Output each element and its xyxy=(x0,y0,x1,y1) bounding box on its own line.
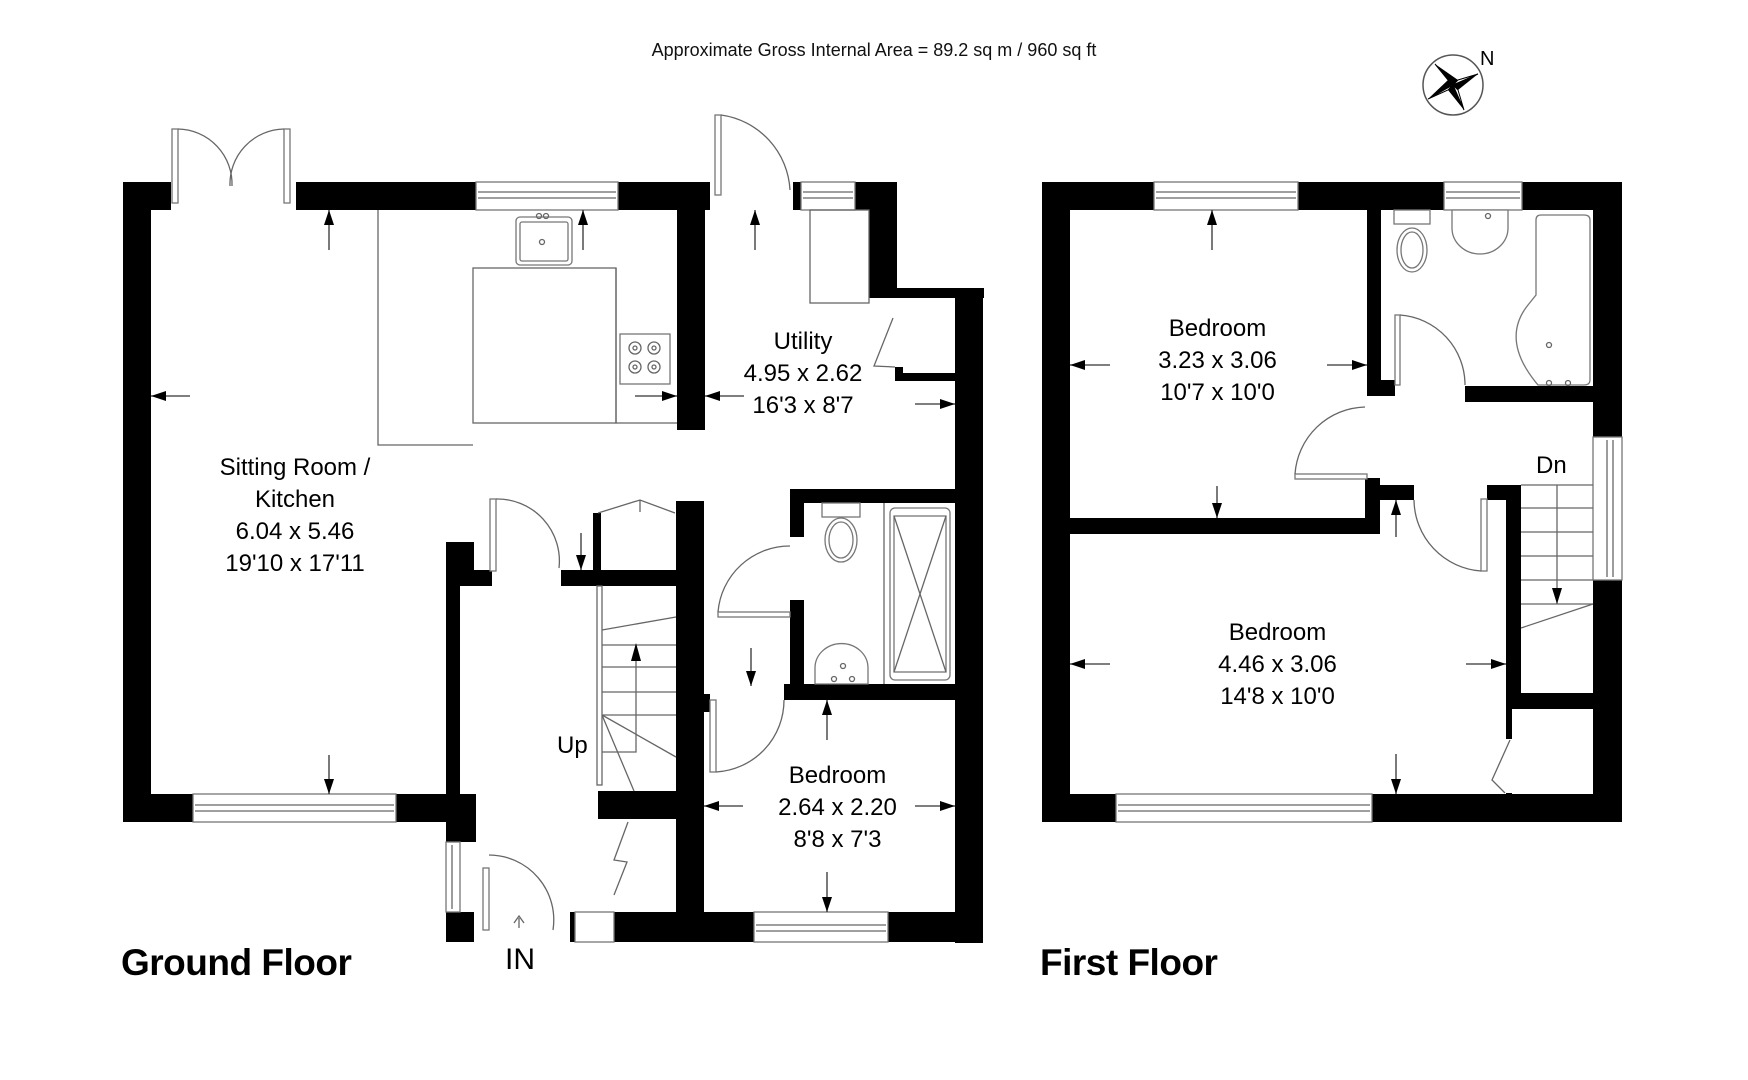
room-label-sitting-room-kitchen: Sitting Room / Kitchen 6.04 x 5.46 19'10… xyxy=(180,452,410,580)
stairs-down-label: Dn xyxy=(1536,452,1567,479)
room-name: Sitting Room / xyxy=(219,454,371,481)
room-metric-size: 3.23 x 3.06 xyxy=(1158,347,1277,374)
utility-worktop xyxy=(809,209,870,304)
window-icon xyxy=(475,181,619,211)
room-metric-size: 4.46 x 3.06 xyxy=(1218,651,1337,678)
window-icon xyxy=(445,841,461,913)
window-icon xyxy=(753,911,889,943)
shower-bath-icon xyxy=(883,503,951,684)
cupboard-doors xyxy=(597,499,676,514)
hall-door-icon xyxy=(489,498,561,572)
room-label-first-bedroom-2: Bedroom 4.46 x 3.06 14'8 x 10'0 xyxy=(1190,617,1365,713)
room-imperial-size: 14'8 x 10'0 xyxy=(1220,683,1335,710)
window-icon xyxy=(192,793,397,823)
room-label-utility: Utility 4.95 x 2.62 16'3 x 8'7 xyxy=(713,326,893,422)
room-metric-size: 4.95 x 2.62 xyxy=(743,360,863,387)
kitchen-counter xyxy=(377,210,473,446)
wc-icon xyxy=(821,502,861,563)
window-icon xyxy=(574,911,615,943)
stairs-up-label: Up xyxy=(557,732,588,759)
room-name: Utility xyxy=(773,328,833,355)
entrance-label: IN xyxy=(505,943,535,976)
room-name: Bedroom xyxy=(1168,315,1267,342)
utility-door-icon xyxy=(714,114,791,196)
room-imperial-size: 10'7 x 10'0 xyxy=(1160,379,1275,406)
room-name: Kitchen xyxy=(254,486,336,513)
french-doors-icon xyxy=(171,128,291,204)
room-name: Bedroom xyxy=(788,762,887,789)
bedroom-door-icon xyxy=(709,699,785,773)
shower-room-door-icon xyxy=(717,545,791,618)
hob-icon xyxy=(619,333,671,385)
gross-internal-area-caption: Approximate Gross Internal Area = 89.2 s… xyxy=(651,40,1097,60)
room-name: Bedroom xyxy=(1228,619,1327,646)
front-door-icon xyxy=(482,854,555,931)
room-imperial-size: 16'3 x 8'7 xyxy=(752,392,854,419)
first-floor-title: First Floor xyxy=(1040,942,1218,983)
ground-floor-title: Ground Floor xyxy=(121,942,352,983)
window-icon xyxy=(800,181,856,211)
room-metric-size: 2.64 x 2.20 xyxy=(778,794,897,821)
cupboard-door xyxy=(613,821,629,896)
kitchen-sink-icon xyxy=(515,212,573,266)
room-label-first-bedroom-1: Bedroom 3.23 x 3.06 10'7 x 10'0 xyxy=(1130,313,1305,409)
compass-north-label: N xyxy=(1480,48,1495,70)
staircase-icon xyxy=(596,585,677,792)
wash-basin-icon xyxy=(814,642,869,685)
dimension-arrows xyxy=(151,210,955,912)
room-imperial-size: 8'8 x 7'3 xyxy=(793,826,882,853)
room-imperial-size: 19'10 x 17'11 xyxy=(225,550,365,577)
north-compass-rose-icon xyxy=(1422,54,1484,116)
ground-floor-walls xyxy=(123,182,984,943)
kitchen-island xyxy=(472,267,617,424)
room-label-ground-bedroom: Bedroom 2.64 x 2.20 8'8 x 7'3 xyxy=(750,760,925,856)
room-metric-size: 6.04 x 5.46 xyxy=(235,518,355,545)
